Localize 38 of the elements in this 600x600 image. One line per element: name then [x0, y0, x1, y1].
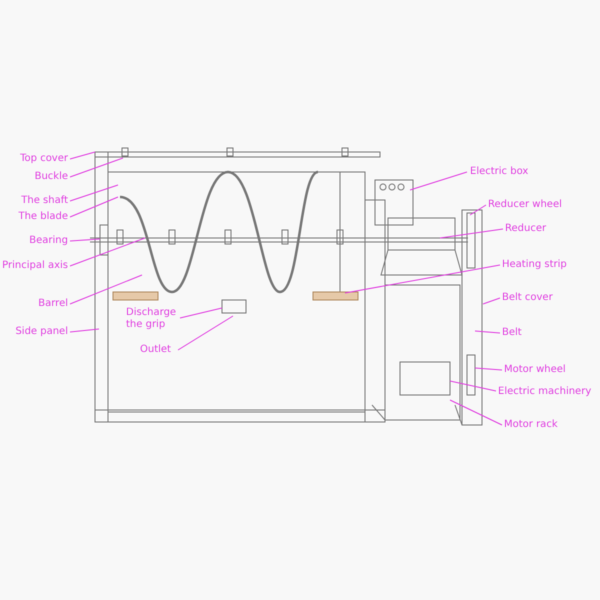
leader-line: [344, 264, 500, 294]
part-label: Bearing: [29, 235, 68, 247]
leader-line: [450, 380, 496, 392]
part-label: Discharge the grip: [126, 307, 182, 331]
leader-line: [70, 152, 96, 160]
part-label: Reducer: [505, 223, 546, 235]
leader-line: [178, 316, 234, 350]
part-label: Electric box: [470, 166, 528, 178]
part-label: Buckle: [34, 171, 68, 183]
part-label: Belt: [502, 327, 522, 339]
part-label: The blade: [18, 211, 68, 223]
leader-line: [450, 400, 502, 426]
leader-line: [474, 330, 500, 334]
part-label: Electric machinery: [498, 386, 592, 398]
leader-line: [474, 368, 502, 370]
leader-line: [70, 184, 118, 202]
leader-line: [70, 328, 100, 332]
part-label: Top cover: [20, 153, 68, 165]
leader-line: [70, 238, 100, 242]
part-label: Principal axis: [2, 260, 68, 272]
part-label: Motor rack: [504, 419, 558, 431]
leader-line: [410, 172, 468, 190]
leader-line: [70, 274, 142, 304]
leader-line: [70, 196, 118, 218]
part-label: Side panel: [15, 326, 68, 338]
leader-line: [70, 238, 146, 266]
leader-line: [470, 204, 486, 216]
leader-line: [180, 308, 222, 318]
leader-line: [482, 298, 500, 304]
part-label: Motor wheel: [504, 364, 566, 376]
part-label: Belt cover: [502, 292, 553, 304]
leader-line: [440, 228, 504, 238]
leader-line: [70, 158, 124, 178]
part-label: The shaft: [21, 195, 68, 207]
part-label: Barrel: [38, 298, 68, 310]
part-label: Reducer wheel: [488, 199, 562, 211]
part-label: Outlet: [140, 344, 171, 356]
part-label: Heating strip: [502, 259, 567, 271]
